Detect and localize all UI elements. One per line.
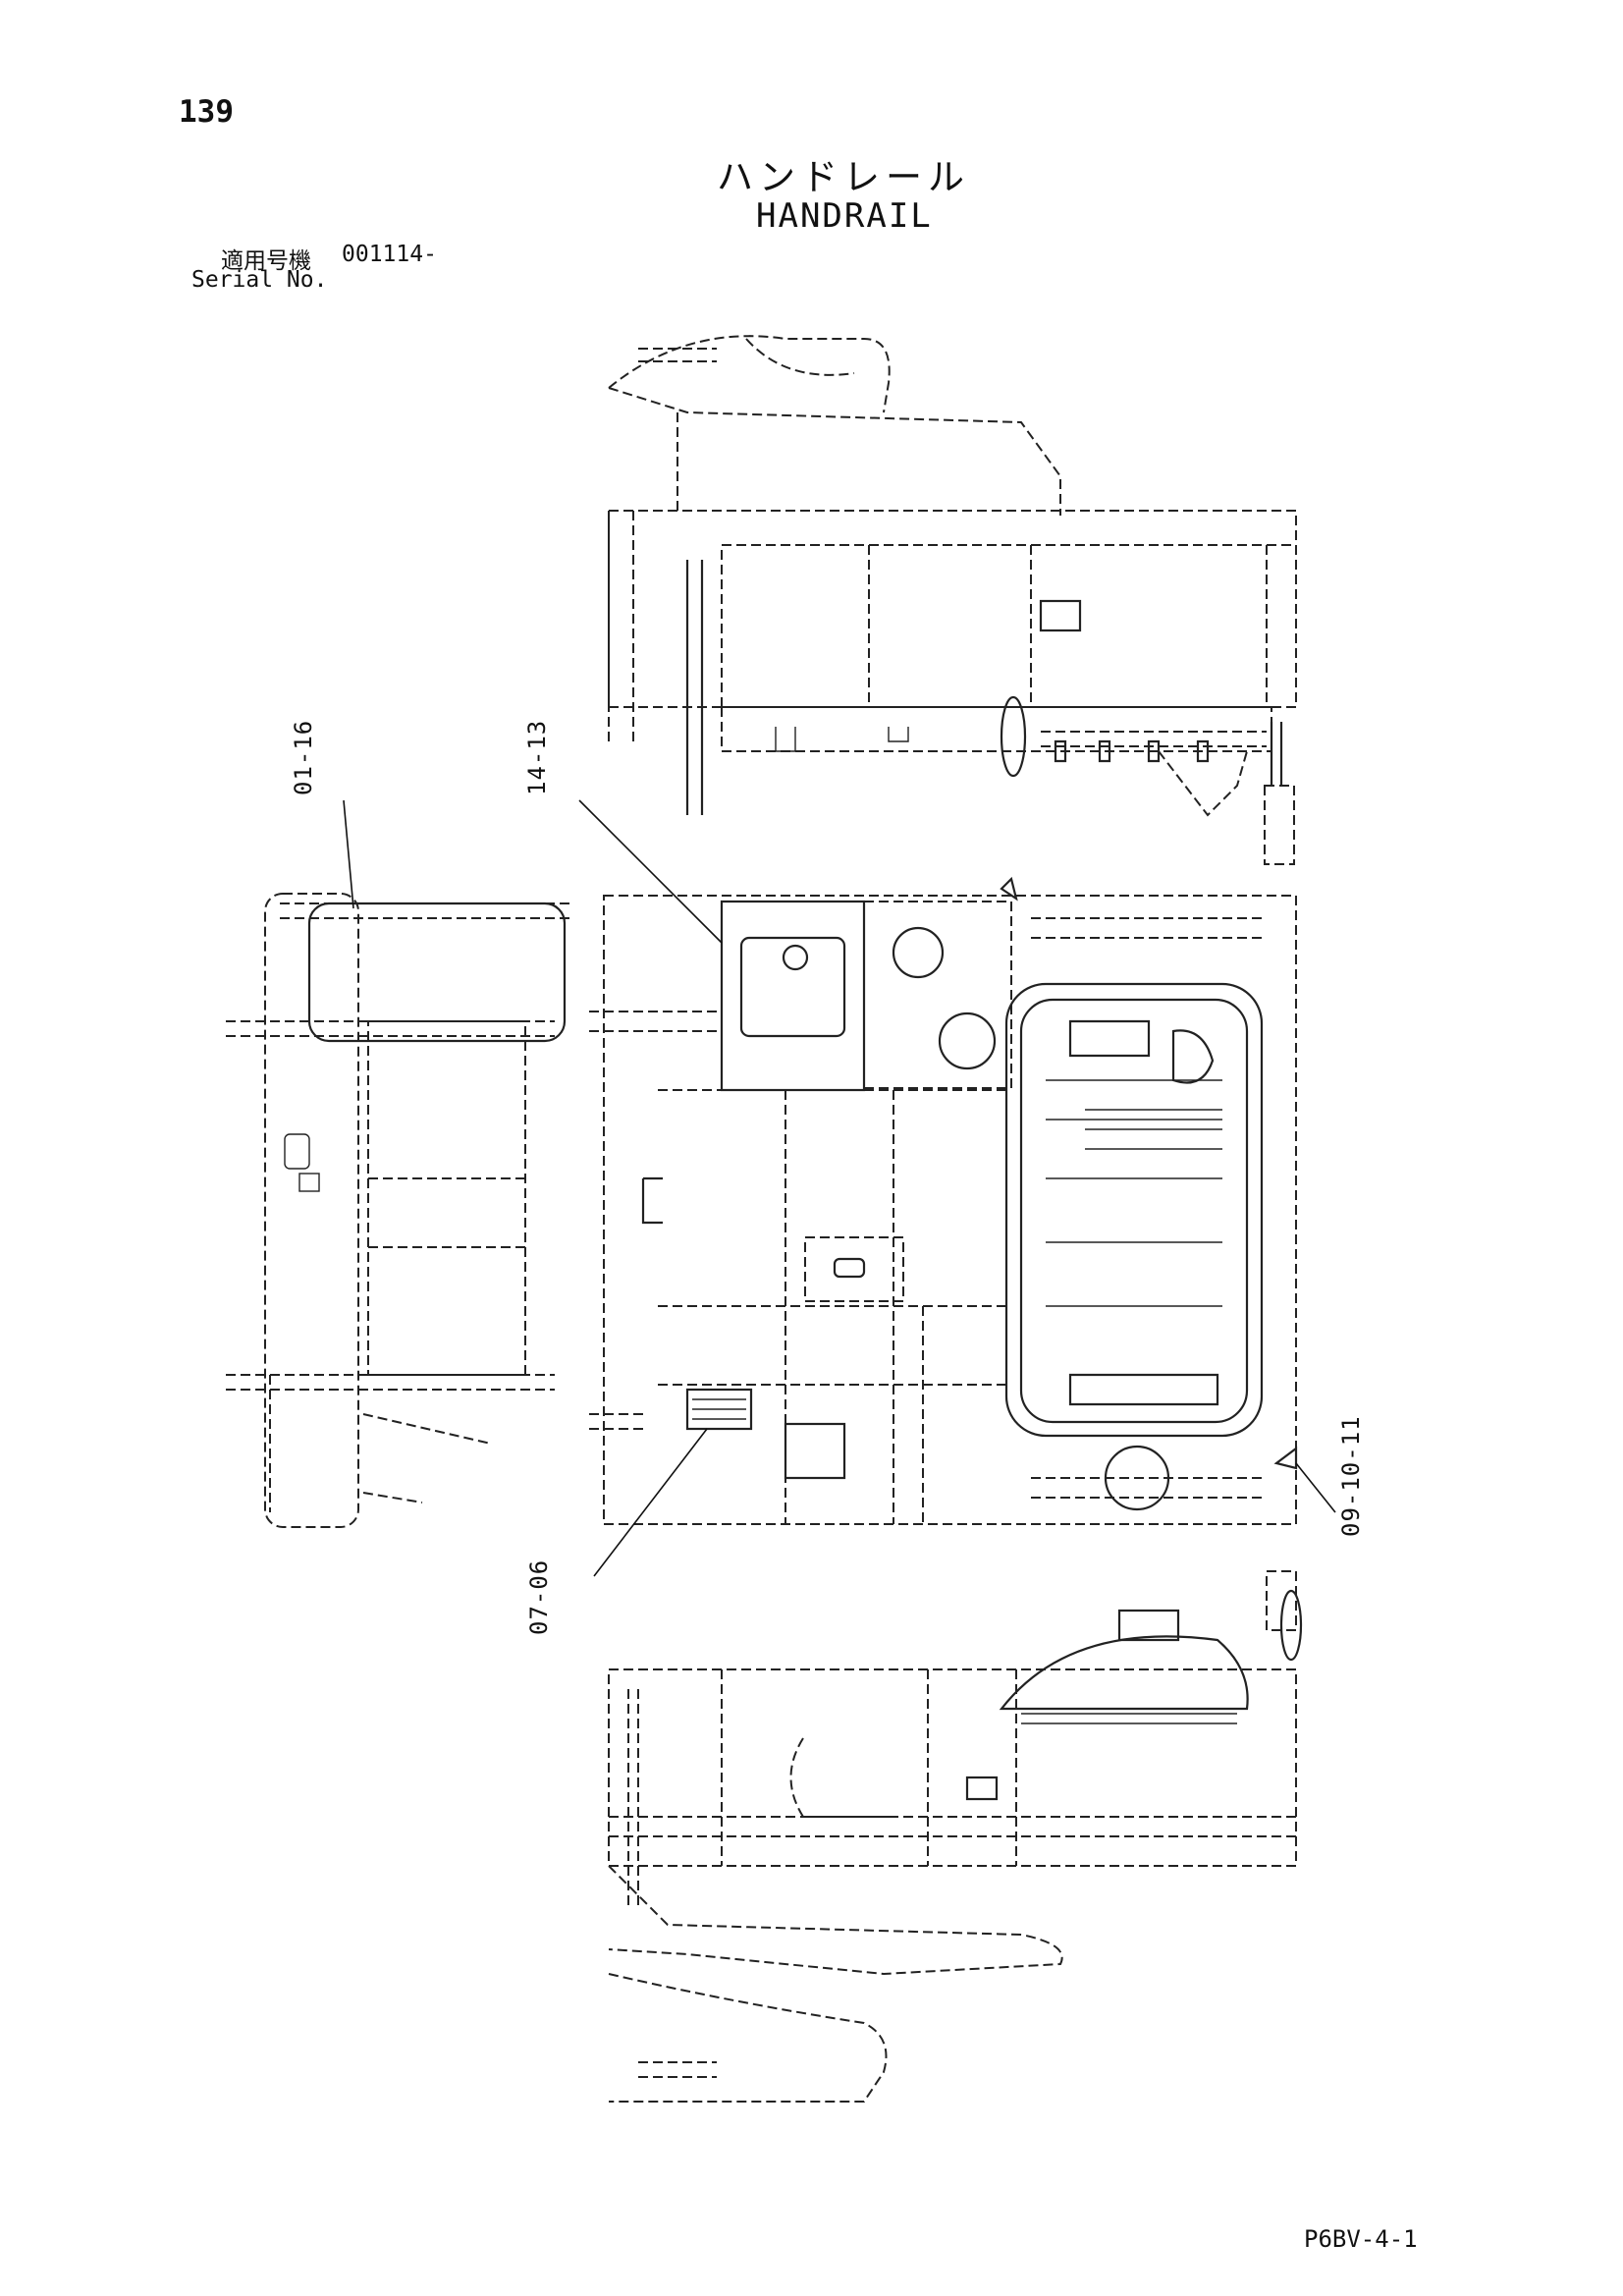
serial-label: Serial No.: [191, 267, 328, 293]
top-side-view: [608, 335, 1297, 865]
leader-line-09-10-11: [1295, 1462, 1336, 1513]
page-title: HANDRAIL: [756, 196, 933, 236]
callout-09-10-11: 09-10-11: [1337, 1415, 1365, 1537]
left-end-view: [226, 893, 569, 1528]
serial-label-japanese: 適用号機: [221, 248, 311, 274]
callout-14-13: 14-13: [523, 719, 551, 795]
page-number: 139: [179, 94, 234, 130]
callout-01-16: 01-16: [290, 719, 317, 795]
leader-line-07-06: [593, 1428, 708, 1577]
central-plan-view: [589, 876, 1298, 1525]
page-title-japanese: ハンドレール: [717, 156, 970, 198]
leader-line-01-16: [343, 799, 354, 909]
leader-line-14-13: [578, 799, 723, 944]
serial-number-value: 001114-: [342, 242, 437, 267]
callout-07-06: 07-06: [525, 1558, 553, 1635]
bottom-side-view: [608, 1570, 1303, 2103]
document-code: P6BV-4-1: [1304, 2225, 1418, 2253]
